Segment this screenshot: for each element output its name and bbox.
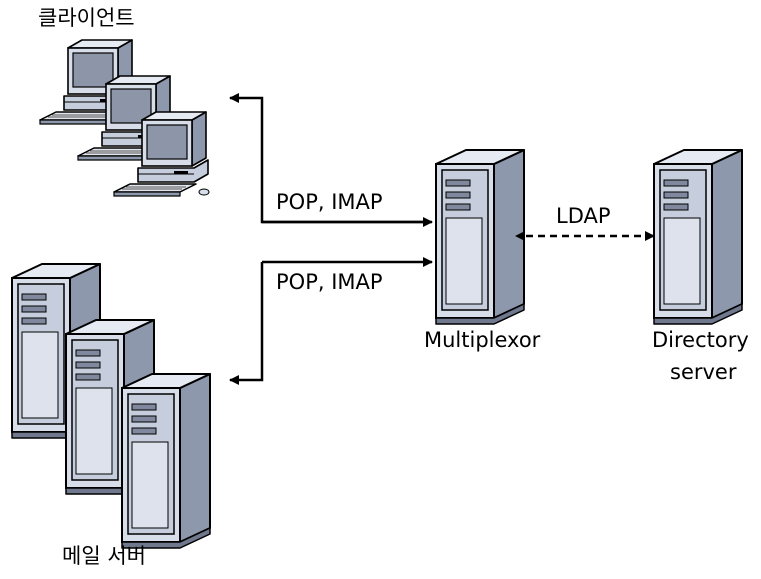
mail-servers-connector-arrow bbox=[229, 262, 264, 385]
server-tower-icon bbox=[121, 373, 211, 549]
protocol-label-mail: POP, IMAP bbox=[276, 270, 383, 294]
multiplexor-server-icon bbox=[435, 149, 525, 325]
multiplexor-label: Multiplexor bbox=[424, 328, 541, 352]
ldap-label: LDAP bbox=[556, 204, 611, 228]
mail-servers bbox=[11, 263, 211, 549]
protocol-label-clients: POP, IMAP bbox=[276, 190, 383, 214]
client-workstations bbox=[39, 39, 210, 197]
directory-server-label-line2: server bbox=[670, 360, 737, 384]
clients-label: 클라이언트 bbox=[38, 6, 135, 30]
mail-servers-label: 메일 서버 bbox=[62, 544, 146, 568]
directory-server-label-line1: Directory bbox=[652, 328, 749, 352]
directory-server-icon bbox=[653, 149, 743, 325]
